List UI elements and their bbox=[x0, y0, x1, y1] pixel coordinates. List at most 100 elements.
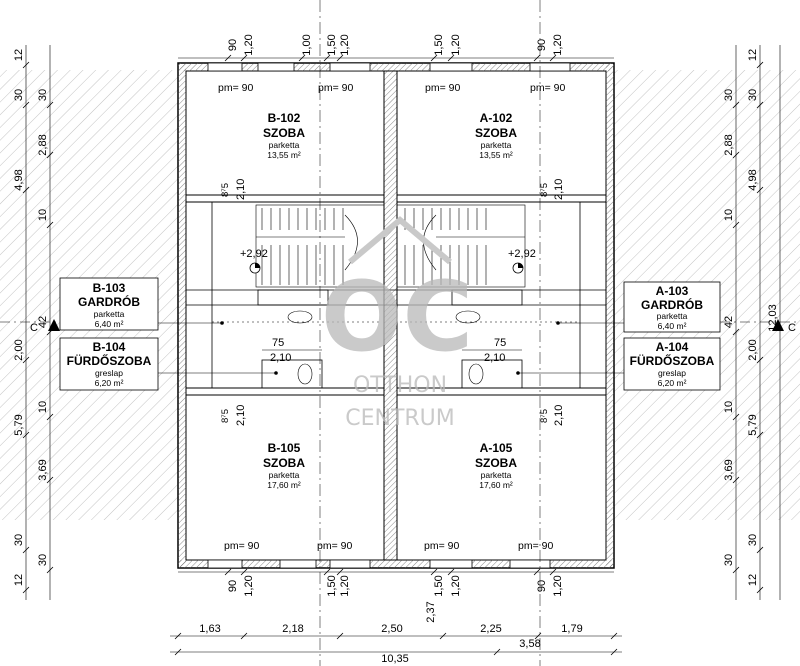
dimension-label: 2,37 bbox=[425, 601, 437, 622]
room-code: B-104 bbox=[93, 340, 126, 354]
dimension-label: 3,58 bbox=[519, 638, 540, 650]
room-floor: parketta bbox=[269, 470, 300, 480]
sill-mark: 8⁷5 bbox=[539, 183, 550, 197]
sill-label: pm= 90 bbox=[530, 82, 565, 94]
room-area: 17,60 m² bbox=[267, 480, 301, 490]
dimension-label: 1,20 bbox=[243, 34, 255, 55]
dimension-label: 30 bbox=[37, 554, 49, 566]
dimension-chain-left-inner: 30 2,88 10 42 10 3,69 30 bbox=[37, 45, 54, 600]
dimension-label: 1,20 bbox=[450, 575, 462, 596]
section-letter: C bbox=[30, 322, 38, 334]
sill-label: pm= 90 bbox=[424, 540, 459, 552]
dimension-label: 1,00 bbox=[301, 34, 313, 55]
dimension-label: 12 bbox=[13, 49, 25, 61]
dimension-label: 30 bbox=[13, 534, 25, 546]
room-label-b105: B-105 SZOBA parketta 17,60 m² bbox=[263, 441, 305, 490]
dimension-label: 2,25 bbox=[480, 623, 501, 635]
dimension-label: 10 bbox=[723, 209, 735, 221]
dimension-label: 1,20 bbox=[450, 34, 462, 55]
room-area: 6,40 m² bbox=[658, 321, 687, 331]
dimension-label: 12,03 bbox=[767, 304, 779, 332]
sill-label: pm= 90 bbox=[318, 82, 353, 94]
watermark-line2: CENTRUM bbox=[345, 406, 455, 431]
room-floor: greslap bbox=[658, 368, 686, 378]
dimension-label: 1,50 bbox=[326, 575, 338, 596]
room-code: B-103 bbox=[93, 281, 126, 295]
dimension-label: 1,50 bbox=[433, 34, 445, 55]
sill-mark: 8⁷5 bbox=[220, 409, 231, 423]
dimension-label: 12 bbox=[747, 49, 759, 61]
room-name: SZOBA bbox=[475, 126, 517, 140]
room-area: 6,20 m² bbox=[95, 378, 124, 388]
room-label-b104: B-104 FÜRDŐSZOBA greslap 6,20 m² bbox=[59, 337, 278, 391]
window-sill-labels: pm= 90 pm= 90 pm= 90 pm= 90 pm= 90 pm= 9… bbox=[218, 82, 565, 552]
watermark-logo: OC OTTHON CENTRUM bbox=[321, 216, 473, 431]
room-code: B-105 bbox=[268, 441, 301, 455]
dimension-label: 30 bbox=[747, 89, 759, 101]
door-height: 2,10 bbox=[270, 352, 291, 364]
dimension-label: 4,98 bbox=[747, 169, 759, 190]
sill-mark: 8⁷5 bbox=[539, 409, 550, 423]
door-height: 2,10 bbox=[235, 405, 247, 426]
dimension-label: 10 bbox=[37, 209, 49, 221]
level-marker-right: +2,92 bbox=[508, 248, 536, 274]
dimension-label: 30 bbox=[723, 89, 735, 101]
dimension-label: 90 bbox=[536, 39, 548, 51]
dimension-label: 1,50 bbox=[433, 575, 445, 596]
sill-label: pm= 90 bbox=[425, 82, 460, 94]
room-label-a103: A-103 GARDRÓB parketta 6,40 m² bbox=[556, 281, 721, 333]
watermark-line1: OTTHON bbox=[353, 373, 447, 398]
dimension-label: 2,88 bbox=[37, 134, 49, 155]
room-name: FÜRDŐSZOBA bbox=[630, 353, 715, 368]
dimension-label: 1,50 bbox=[326, 34, 338, 55]
staircase bbox=[255, 204, 526, 288]
dimension-label: 1,20 bbox=[552, 575, 564, 596]
door-height: 2,10 bbox=[235, 179, 247, 200]
dimension-label: 5,79 bbox=[747, 414, 759, 435]
dimension-label: 1,63 bbox=[199, 623, 220, 635]
room-label-a105: A-105 SZOBA parketta 17,60 m² bbox=[475, 441, 517, 490]
room-name: GARDRÓB bbox=[78, 294, 140, 309]
dimension-label: 2,00 bbox=[747, 339, 759, 360]
level-value: +2,92 bbox=[240, 248, 268, 260]
dimension-label: 30 bbox=[37, 89, 49, 101]
sill-mark: 8⁷5 bbox=[220, 183, 231, 197]
room-floor: parketta bbox=[481, 470, 512, 480]
windows bbox=[207, 62, 571, 569]
dimension-label: 3,69 bbox=[37, 459, 49, 480]
dimension-label: 1,79 bbox=[561, 623, 582, 635]
dimension-label: 42 bbox=[37, 316, 49, 328]
door-width: 75 bbox=[494, 337, 506, 349]
dimension-label: 30 bbox=[723, 554, 735, 566]
dimension-label: 90 bbox=[227, 39, 239, 51]
dimension-label: 1,20 bbox=[339, 575, 351, 596]
room-code: A-104 bbox=[656, 340, 689, 354]
door-height: 2,10 bbox=[484, 352, 505, 364]
room-floor: parketta bbox=[657, 311, 688, 321]
dimension-label: 90 bbox=[536, 580, 548, 592]
dimension-label: 1,20 bbox=[339, 34, 351, 55]
dimension-label: 10 bbox=[723, 401, 735, 413]
dimension-label: 1,20 bbox=[552, 34, 564, 55]
room-code: B-102 bbox=[268, 111, 301, 125]
sill-label: pm= 90 bbox=[317, 540, 352, 552]
room-name: SZOBA bbox=[263, 456, 305, 470]
dimension-label: 10 bbox=[37, 401, 49, 413]
section-letter: C bbox=[788, 322, 796, 334]
dimension-label: 2,50 bbox=[381, 623, 402, 635]
room-label-a102: A-102 SZOBA parketta 13,55 m² bbox=[475, 111, 517, 160]
room-area: 6,40 m² bbox=[95, 319, 124, 329]
level-marker-left: +2,92 bbox=[240, 248, 268, 274]
dimension-label: 12 bbox=[13, 574, 25, 586]
room-code: A-102 bbox=[480, 111, 513, 125]
door-height: 2,10 bbox=[553, 405, 565, 426]
watermark-oc: OC bbox=[321, 261, 473, 373]
room-label-b102: B-102 SZOBA parketta 13,55 m² bbox=[263, 111, 305, 160]
room-area: 6,20 m² bbox=[658, 378, 687, 388]
